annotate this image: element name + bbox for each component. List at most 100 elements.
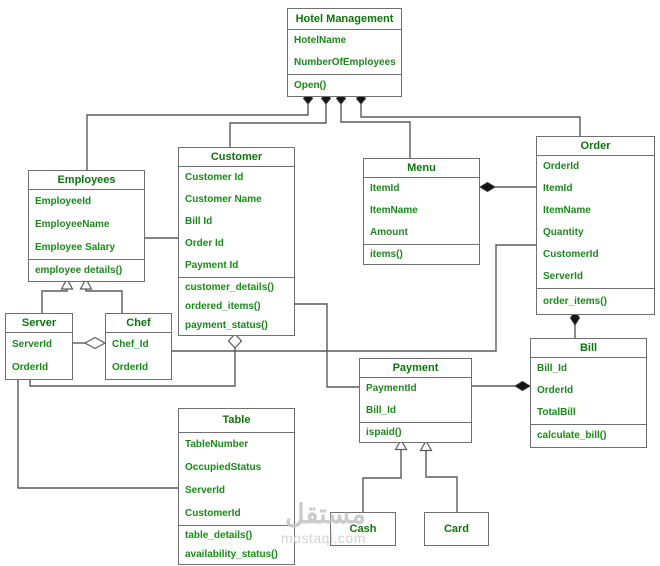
- class-title: Chef: [106, 314, 171, 333]
- rel-hotel-customer: [229, 104, 327, 148]
- generalization-arrow: [419, 439, 433, 452]
- rel-chef-employees: [85, 289, 123, 314]
- rel-card-payment: [425, 450, 458, 513]
- class-attribute: Bill Id: [185, 216, 213, 227]
- class-attribute: Order Id: [185, 238, 224, 249]
- class-attribute: ItemId: [370, 183, 400, 194]
- class-title: Bill: [531, 339, 646, 358]
- class-title: Customer: [179, 148, 294, 167]
- class-attribute: EmployeeId: [35, 196, 92, 207]
- class-method: items(): [370, 249, 403, 260]
- class-attribute: TableNumber: [185, 439, 249, 450]
- class-title: Menu: [364, 159, 479, 178]
- class-attribute: HotelName: [294, 35, 347, 46]
- class-attribute: Bill_Id: [537, 363, 568, 374]
- composition-diamond: [514, 380, 531, 392]
- rel-hotel-menu: [340, 104, 411, 159]
- class-method: customer_details(): [185, 282, 274, 293]
- class-attribute: ServerId: [543, 271, 584, 282]
- rel-hotel-order: [360, 104, 581, 137]
- aggregation-diamond: [83, 336, 107, 350]
- class-attribute: CustomerId: [543, 249, 599, 260]
- class-attribute: Customer Id: [185, 172, 244, 183]
- rel-hotel-employees: [86, 104, 309, 171]
- aggregation-diamond: [227, 333, 243, 349]
- class-title: Server: [6, 314, 72, 333]
- class-method: ordered_items(): [185, 301, 261, 312]
- rel-customer-server: [29, 348, 236, 387]
- class-method: ispaid(): [366, 427, 402, 438]
- class-attribute: Bill_Id: [366, 405, 397, 416]
- class-attribute: Chef_Id: [112, 339, 149, 350]
- class-method: calculate_bill(): [537, 430, 607, 441]
- class-title: Order: [537, 137, 654, 156]
- class-attribute: OrderId: [12, 362, 49, 373]
- class-attribute: PaymentId: [366, 383, 417, 394]
- class-title: Payment: [360, 359, 471, 378]
- class-attribute: EmployeeName: [35, 219, 110, 230]
- rel-server-table: [17, 376, 179, 489]
- class-method: employee details(): [35, 265, 123, 276]
- class-attribute: TotalBill: [537, 407, 576, 418]
- class-attribute: ItemName: [543, 205, 591, 216]
- class-methods-section: calculate_bill(): [531, 424, 646, 447]
- class-method: Open(): [294, 80, 327, 91]
- class-box-card: Card: [424, 512, 489, 546]
- rel-customer-payment: [294, 303, 360, 388]
- rel-cash-payment: [362, 449, 402, 513]
- class-attribute: Amount: [370, 227, 408, 238]
- class-methods-section: order_items(): [537, 288, 654, 314]
- class-attribute: OrderId: [537, 385, 574, 396]
- class-attribute: ServerId: [185, 485, 226, 496]
- class-attribute: ServerId: [12, 339, 53, 350]
- class-methods-section: table_details() availability_status(): [179, 525, 294, 564]
- class-method: table_details(): [185, 530, 253, 541]
- rel-chef-order: [171, 244, 537, 352]
- generalization-arrow: [79, 277, 93, 290]
- class-attribute: NumberOfEmployees: [294, 57, 396, 68]
- class-attribute: Payment Id: [185, 260, 239, 271]
- class-method: availability_status(): [185, 549, 278, 560]
- class-attribute: CustomerId: [185, 508, 241, 519]
- class-attribute: ItemId: [543, 183, 573, 194]
- generalization-arrow: [394, 438, 408, 451]
- class-methods-section: customer_details()ordered_items()payment…: [179, 277, 294, 335]
- class-attribute: OccupiedStatus: [185, 462, 262, 473]
- class-title: Hotel Management: [288, 9, 401, 30]
- class-attribute: Quantity: [543, 227, 584, 238]
- class-methods-section: ispaid(): [360, 422, 471, 442]
- class-attribute: OrderId: [543, 161, 580, 172]
- class-box-cash: Cash: [330, 512, 396, 546]
- class-title: Table: [179, 409, 294, 433]
- composition-diamond: [479, 181, 496, 193]
- class-attribute: OrderId: [112, 362, 149, 373]
- class-title: Employees: [29, 171, 144, 190]
- generalization-arrow: [60, 277, 74, 290]
- class-methods-section: Open(): [288, 74, 401, 96]
- class-attribute: Customer Name: [185, 194, 262, 205]
- class-methods-section: items(): [364, 244, 479, 264]
- class-method: order_items(): [543, 296, 607, 307]
- class-attribute: ItemName: [370, 205, 418, 216]
- class-attribute: Employee Salary: [35, 242, 116, 253]
- class-title: Card: [443, 523, 470, 535]
